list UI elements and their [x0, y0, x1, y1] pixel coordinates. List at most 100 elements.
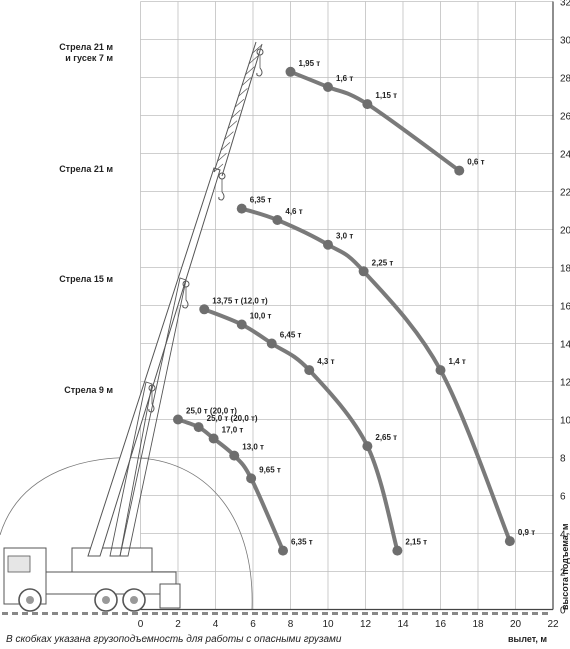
jib-lattice — [245, 66, 255, 76]
data-label: 0,9 т — [518, 528, 535, 537]
data-point — [362, 441, 373, 452]
ground-dash — [202, 612, 208, 615]
data-label: 2,25 т — [372, 258, 394, 267]
data-point — [229, 450, 240, 461]
data-label: 1,4 т — [449, 357, 466, 366]
ground-dash — [512, 612, 518, 615]
y-tick-label: 30 — [560, 36, 570, 47]
x-tick-label: 22 — [547, 619, 559, 630]
data-point — [454, 165, 465, 176]
data-point — [208, 433, 219, 444]
ground-dash — [352, 612, 358, 615]
y-tick-label: 16 — [560, 302, 570, 313]
data-point — [193, 422, 204, 433]
data-label: 17,0 т — [222, 426, 244, 435]
ground-dash — [362, 612, 368, 615]
data-point — [173, 414, 183, 425]
data-point — [285, 66, 296, 77]
jib-lattice — [241, 77, 252, 86]
y-tick-label: 14 — [560, 340, 570, 351]
ground-dash — [82, 612, 88, 615]
hook — [218, 191, 225, 201]
wheel-hub — [102, 596, 110, 604]
ground-dash — [212, 612, 218, 615]
ground-dash — [72, 612, 78, 615]
data-point — [435, 365, 446, 376]
ground-dash — [322, 612, 328, 615]
ground-dash — [372, 612, 378, 615]
data-point — [362, 99, 373, 110]
ground-dash — [22, 612, 28, 615]
ground-dash — [432, 612, 438, 615]
footnote: В скобках указана грузоподъемность для р… — [6, 633, 342, 645]
load-curves: 25,0 т (20,0 т)25,0 т (20,0 т)17,0 т13,0… — [173, 59, 535, 556]
y-tick-label: 20 — [560, 226, 570, 237]
ground-dash — [232, 612, 238, 615]
y-tick-label: 2 — [560, 568, 566, 579]
data-point — [358, 266, 369, 277]
jib-lattice — [224, 131, 234, 140]
data-label: 6,35 т — [291, 538, 313, 547]
data-point — [323, 82, 333, 92]
x-tick-label: 2 — [175, 619, 181, 630]
series-line — [176, 417, 285, 553]
x-tick-label: 6 — [250, 619, 256, 630]
data-label: 6,45 т — [280, 331, 302, 340]
jib-lattice — [227, 120, 238, 130]
jib-lattice — [238, 88, 248, 97]
x-tick-label: 4 — [213, 619, 219, 630]
series-line — [288, 69, 462, 173]
ground-dash — [312, 612, 318, 615]
boom-label: Стрела 15 м — [59, 274, 113, 284]
y-tick-label: 12 — [560, 378, 570, 389]
ground-dash — [292, 612, 298, 615]
ground-dash — [342, 612, 348, 615]
ground-dash — [42, 612, 48, 615]
ground-dash — [532, 612, 538, 615]
crane-turret — [71, 547, 153, 573]
data-label: 2,65 т — [375, 433, 397, 442]
outrigger — [159, 583, 181, 609]
crane-illustration — [0, 41, 264, 612]
data-point — [272, 215, 283, 225]
ground-dash — [542, 612, 548, 615]
data-point — [199, 304, 210, 315]
hook — [256, 67, 263, 77]
wheel-hub — [130, 596, 138, 604]
data-label: 4,3 т — [317, 357, 334, 366]
ground-dash — [492, 612, 498, 615]
boom-main — [87, 167, 221, 557]
ground-dash — [32, 612, 38, 615]
y-tick-label: 6 — [560, 492, 566, 503]
x-tick-label: 20 — [510, 619, 522, 630]
data-point — [392, 545, 403, 556]
y-tick-label: 10 — [560, 416, 570, 427]
x-tick-label: 10 — [322, 619, 334, 630]
ground-dash — [482, 612, 488, 615]
ground-dash — [122, 612, 128, 615]
swing-arc — [0, 457, 253, 610]
data-label: 1,95 т — [299, 59, 321, 68]
ground-dash — [452, 612, 458, 615]
data-label: 25,0 т (20,0 т) — [186, 407, 237, 416]
ground-dash — [222, 612, 228, 615]
data-point — [504, 536, 515, 547]
jib-lattice — [213, 163, 224, 173]
jib-lattice — [248, 55, 259, 65]
x-axis-label: вылет, м — [508, 634, 547, 644]
x-tick-label: 14 — [397, 619, 409, 630]
data-label: 13,0 т — [242, 443, 264, 452]
ground-dash — [462, 612, 468, 615]
boom-9m — [109, 381, 153, 557]
boom-label: Стрела 21 м — [59, 164, 113, 174]
ground-dash — [92, 612, 98, 615]
y-axis-label: высота подъема, м — [560, 523, 570, 610]
ground-dash — [162, 612, 168, 615]
data-label: 4,6 т — [285, 207, 302, 216]
ground-dash — [152, 612, 158, 615]
data-point — [236, 319, 247, 330]
data-label: 9,65 т — [259, 465, 281, 474]
data-label: 13,75 т (12,0 т) — [212, 296, 268, 305]
y-tick-label: 22 — [560, 188, 570, 199]
